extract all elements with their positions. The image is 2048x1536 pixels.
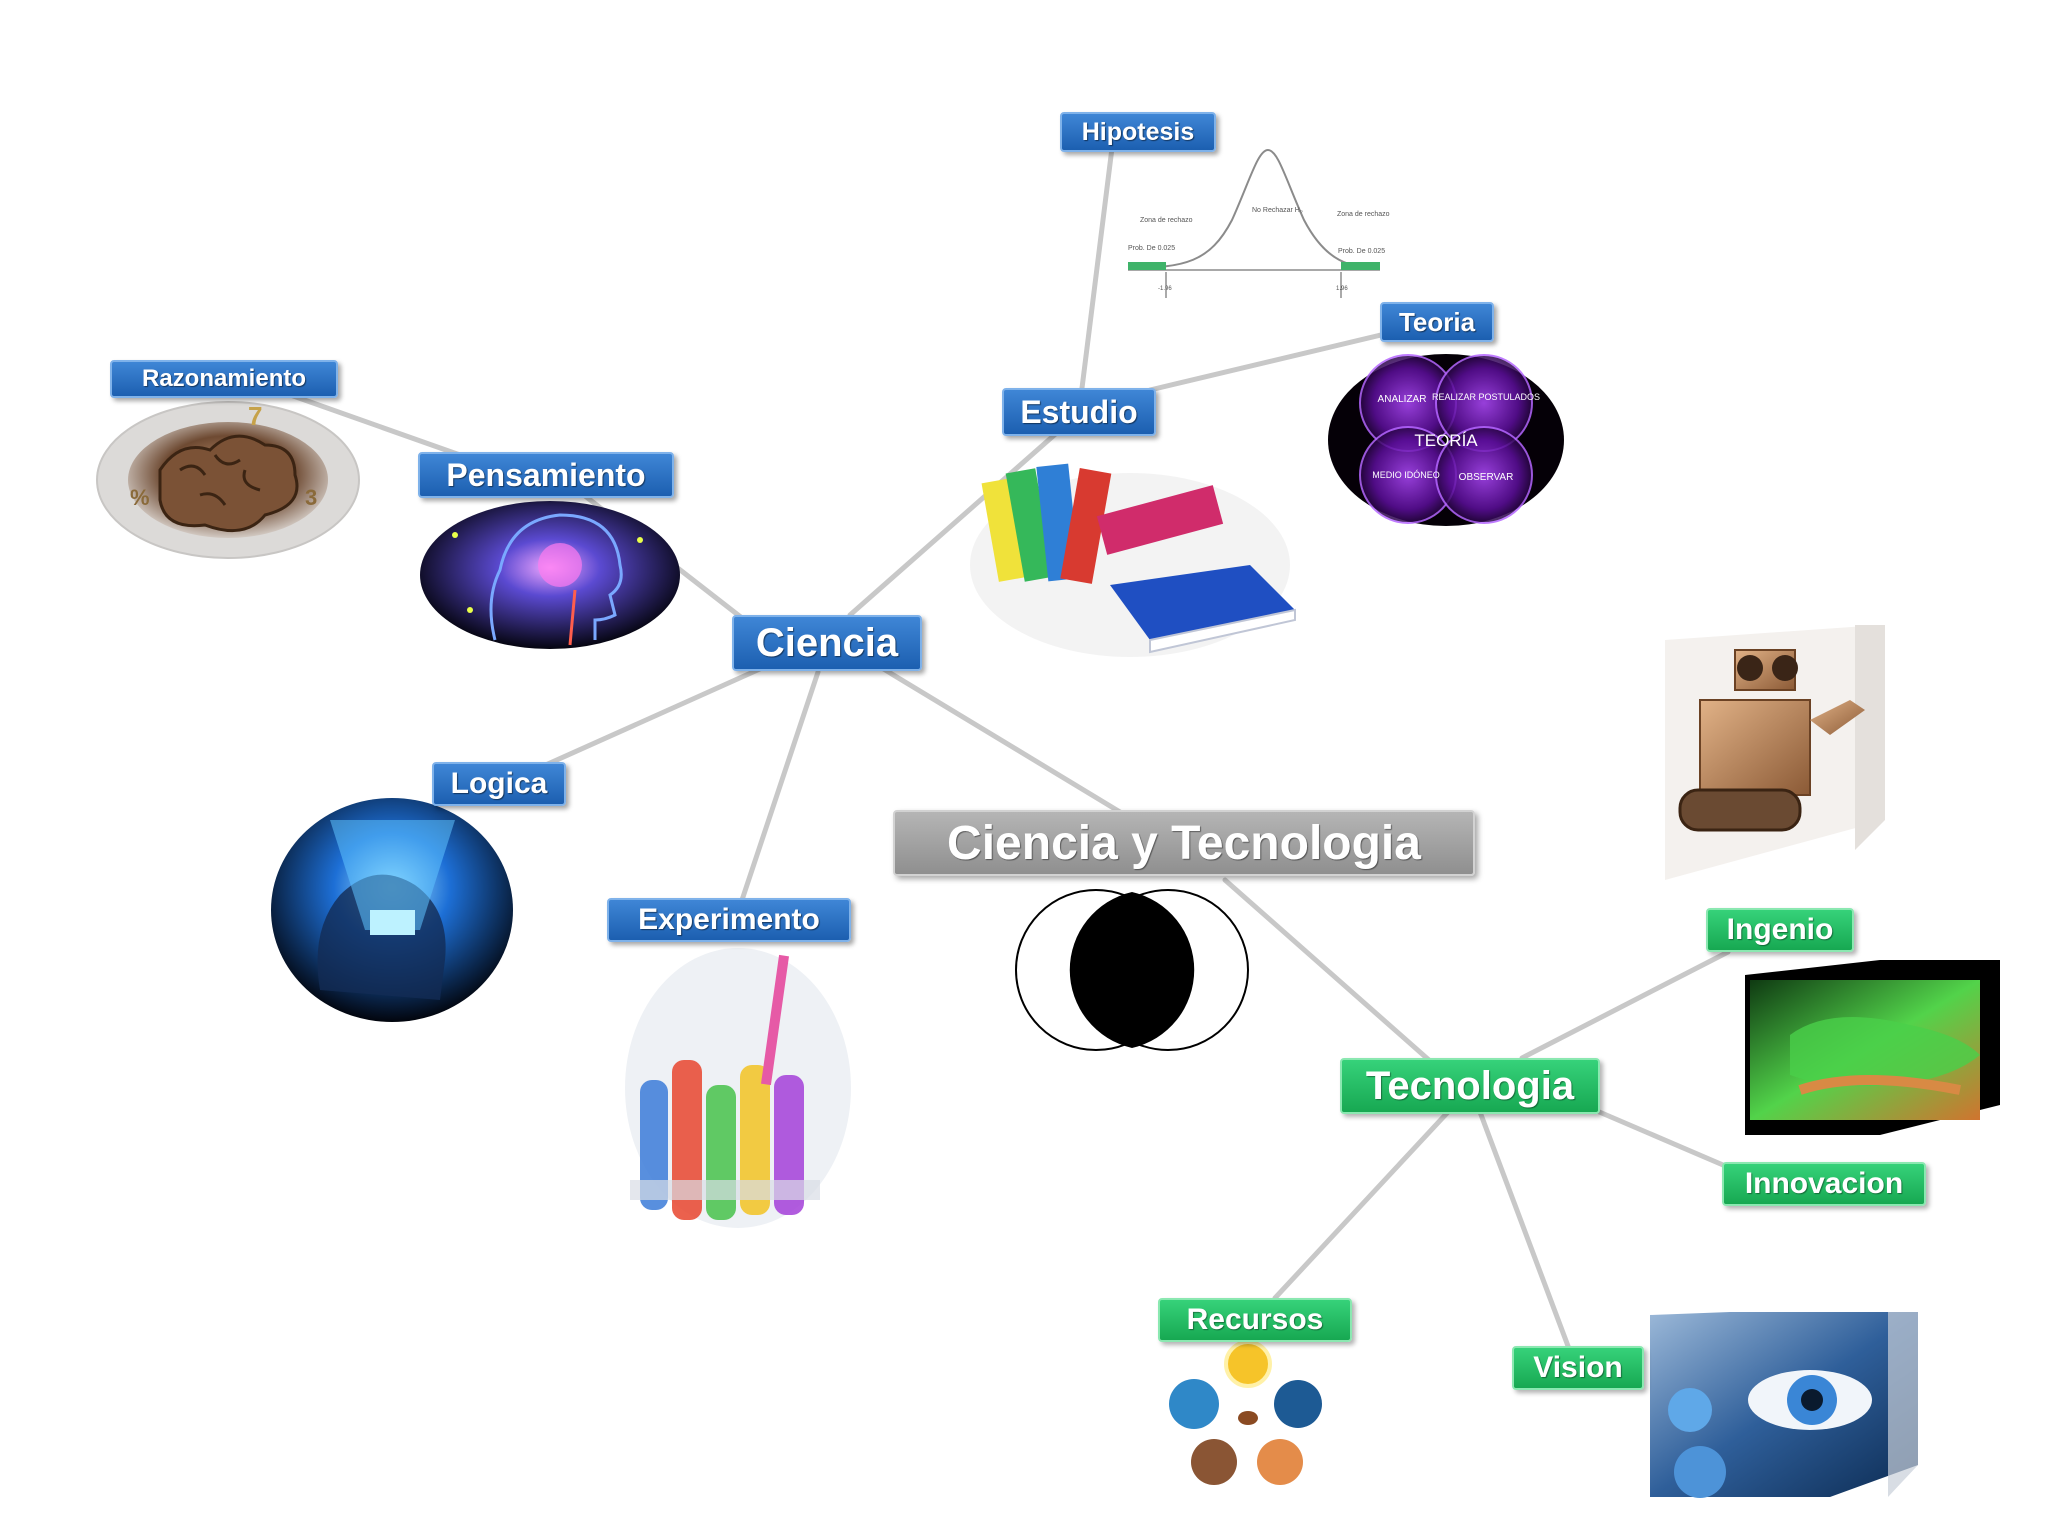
hipotesis-bell-curve-chart: Zona de rechazo No Rechazar H₀ Zona de r… — [1125, 145, 1390, 305]
connector-tecnologia-ingenio — [1519, 949, 1731, 1061]
razonamiento-node[interactable]: Razonamiento — [110, 360, 338, 398]
ciencia-node[interactable]: Ciencia — [732, 615, 922, 671]
ingenio-hand-image — [1745, 960, 2000, 1135]
theory-analizar-label: ANALIZAR — [1378, 394, 1427, 405]
theory-medio-label: MEDIO IDÓNEO — [1372, 470, 1440, 480]
ingenio-node[interactable]: Ingenio — [1706, 908, 1854, 952]
logica-node[interactable]: Logica — [432, 762, 566, 806]
connector-central-tecnologia — [1222, 877, 1441, 1071]
vision-node[interactable]: Vision — [1512, 1346, 1644, 1390]
svg-text:3: 3 — [305, 485, 317, 510]
central-venn-symbol — [1015, 889, 1249, 1051]
pensamiento-node[interactable]: Pensamiento — [418, 452, 674, 498]
connector-ciencia-experimento — [739, 669, 821, 903]
ingenio-robot-image — [1665, 625, 1885, 880]
teoria-venn-image: TEORÍA ANALIZAR REALIZAR POSTULADOS MEDI… — [1328, 354, 1564, 526]
connector-tecnologia-recursos — [1272, 1109, 1451, 1301]
bell-center-label: No Rechazar H₀ — [1252, 207, 1303, 214]
bell-right-prob-label: Prob. De 0.025 — [1338, 248, 1385, 255]
theory-observar-label: OBSERVAR — [1459, 472, 1514, 483]
logica-head-image — [271, 798, 513, 1022]
connector-lines — [279, 145, 1733, 1349]
estudio-node[interactable]: Estudio — [1002, 388, 1156, 436]
svg-text:%: % — [130, 485, 150, 510]
connector-ciencia-estudio — [847, 427, 1063, 618]
bell-right-zone-label: Zona de rechazo — [1337, 211, 1390, 218]
teoria-node[interactable]: Teoria — [1380, 302, 1494, 342]
estudio-books-image — [970, 463, 1296, 657]
innovacion-node[interactable]: Innovacion — [1722, 1162, 1926, 1206]
vision-eye-image — [1650, 1312, 1918, 1498]
bell-left-prob-label: Prob. De 0.025 — [1128, 245, 1175, 252]
theory-postulados-label: REALIZAR POSTULADOS — [1432, 392, 1540, 402]
hipotesis-node[interactable]: Hipotesis — [1060, 112, 1216, 152]
experimento-node[interactable]: Experimento — [607, 898, 851, 942]
recursos-elements-image — [1169, 1340, 1322, 1485]
connector-central-ciencia — [869, 659, 1123, 815]
bell-left-zone-label: Zona de rechazo — [1140, 217, 1193, 224]
connector-estudio-hipotesis — [1079, 145, 1115, 391]
pensamiento-head-image — [420, 501, 680, 649]
connector-tecnologia-vision — [1477, 1109, 1571, 1349]
theory-center-label: TEORÍA — [1414, 431, 1478, 450]
tecnologia-node[interactable]: Tecnologia — [1340, 1058, 1600, 1114]
experimento-test-tubes-image — [625, 948, 851, 1228]
svg-text:7: 7 — [248, 401, 262, 431]
connector-pensamiento-razonamiento — [279, 389, 463, 458]
bell-right-tick-label: 1.96 — [1336, 286, 1348, 292]
central-node[interactable]: Ciencia y Tecnologia — [893, 810, 1475, 876]
bell-left-tick-label: -1.96 — [1158, 286, 1172, 292]
recursos-node[interactable]: Recursos — [1158, 1298, 1352, 1342]
connector-ciencia-logica — [527, 665, 765, 775]
connector-estudio-teoria — [1147, 327, 1405, 393]
razonamiento-brain-image: 7 % 3 — [96, 401, 360, 559]
connector-tecnologia-innovacion — [1587, 1105, 1733, 1171]
